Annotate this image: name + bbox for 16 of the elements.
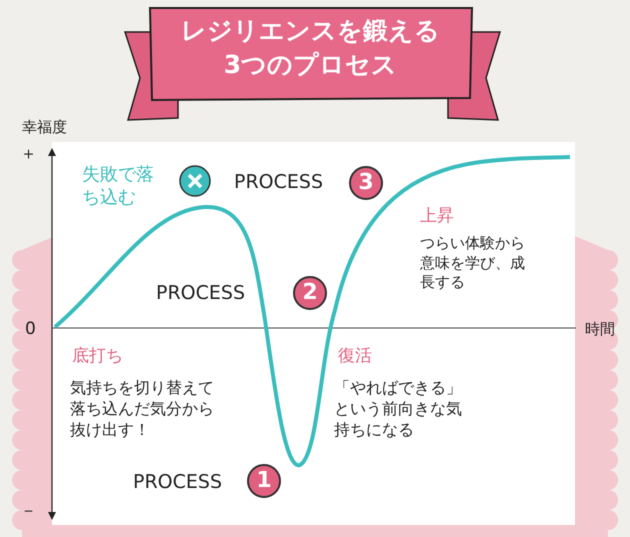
process-label: PROCESS [156, 281, 246, 306]
phase-description: 「やればできる」という前向きな気持ちになる [334, 378, 463, 440]
process-label: PROCESS [234, 170, 324, 195]
phase-heading: 復活 [338, 345, 372, 368]
phase-description: 気持ちを切り替えて落ち込んだ気分から抜け出す！ [70, 378, 215, 440]
axis-title: 幸福度 [22, 118, 67, 138]
axis-minus-sign: － [20, 500, 37, 522]
title: レジリエンスを鍛える3つのプロセス [180, 15, 441, 81]
axis-plus-sign: ＋ [20, 143, 37, 166]
phase-description: つらい体験から意味を学び、成長する [420, 234, 526, 292]
phase-heading: 上昇 [420, 205, 454, 228]
phase-heading: 底打ち [72, 345, 123, 368]
axis-zero-label: 0 [25, 318, 36, 340]
process-label: PROCESS [133, 470, 222, 495]
axis-title: 時間 [585, 320, 615, 340]
curve-annotation: 失敗で落ち込む [82, 163, 154, 210]
